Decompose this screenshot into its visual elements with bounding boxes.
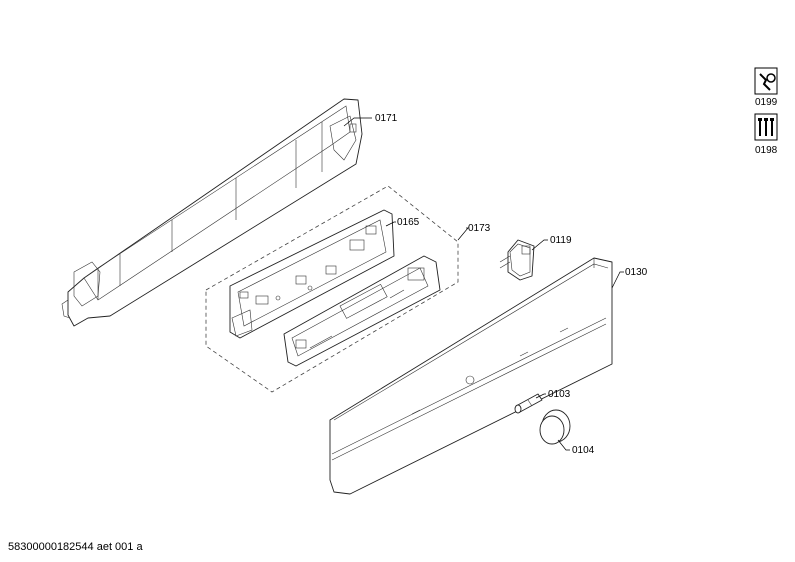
part-0104-knob[interactable] xyxy=(539,409,571,445)
label-0173: 0173 xyxy=(468,223,491,234)
part-0171-frame[interactable] xyxy=(61,98,363,327)
screws-icon[interactable] xyxy=(754,113,778,141)
wrench-tool-icon[interactable] xyxy=(754,67,778,95)
label-0104: 0104 xyxy=(572,445,595,456)
leader-lines xyxy=(343,117,624,451)
label-0198: 0198 xyxy=(755,145,778,156)
label-0165: 0165 xyxy=(397,217,420,228)
part-0165-control-frame[interactable] xyxy=(229,209,395,339)
part-0173-assembly-outline xyxy=(205,185,459,393)
label-0103: 0103 xyxy=(548,389,571,400)
part-0119-module[interactable] xyxy=(499,239,535,281)
part-0130-front-panel[interactable] xyxy=(329,257,613,495)
label-0119: 0119 xyxy=(550,235,572,246)
label-0171: 0171 xyxy=(375,113,398,124)
label-0199: 0199 xyxy=(755,97,778,108)
part-electronics-board[interactable] xyxy=(283,255,441,367)
part-0103-shaft[interactable] xyxy=(514,393,543,414)
label-0130: 0130 xyxy=(625,267,648,278)
document-footer-id: 58300000182544 aet 001 a xyxy=(8,541,143,553)
